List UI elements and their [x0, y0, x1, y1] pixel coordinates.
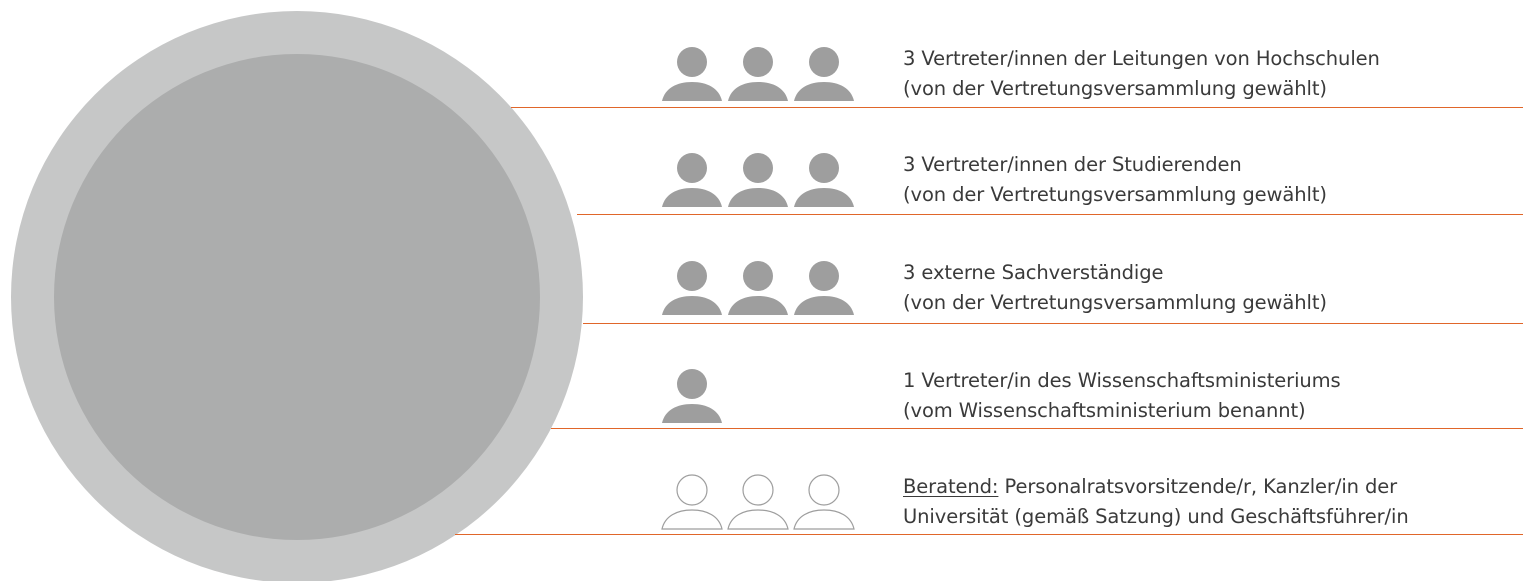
person-filled-icon [794, 261, 854, 315]
member-icons [661, 474, 861, 530]
row-text-line-1: 3 externe Sachverständige [903, 261, 1164, 284]
row-text-line-1: 3 Vertreter/innen der Studierenden [903, 153, 1242, 176]
row-text-line-1: 1 Vertreter/in des Wissenschaftsminister… [903, 369, 1341, 392]
row-text-line-2: (von der Vertretungsversammlung gewählt) [903, 77, 1327, 100]
member-row-ministry: 1 Vertreter/in des Wissenschaftsminister… [0, 322, 1523, 432]
separator-line [583, 323, 1523, 324]
row-text-line-1: Beratend: Personalratsvorsitzende/r, Kan… [903, 472, 1523, 502]
row-text-line-2: (von der Vertretungsversammlung gewählt) [903, 183, 1327, 206]
person-filled-icon [728, 261, 788, 315]
inner-circle [54, 54, 540, 540]
member-row-students: 3 Vertreter/innen der Studierenden (von … [0, 106, 1523, 216]
person-filled-icon [728, 47, 788, 101]
advisory-members: Personalratsvorsitzende/r, Kanzler/in de… [998, 475, 1398, 498]
row-text-line-1: 3 Vertreter/innen der Leitungen von Hoch… [903, 47, 1380, 70]
member-icons [661, 152, 861, 208]
row-text: Beratend: Personalratsvorsitzende/r, Kan… [903, 472, 1523, 532]
person-filled-icon [662, 47, 722, 101]
member-icons [661, 260, 861, 316]
member-row-university-leadership: 3 Vertreter/innen der Leitungen von Hoch… [0, 0, 1523, 110]
row-text-line-2: (vom Wissenschaftsministerium benannt) [903, 399, 1306, 422]
member-row-advisory: Beratend: Personalratsvorsitzende/r, Kan… [0, 428, 1523, 538]
row-text: 1 Vertreter/in des Wissenschaftsminister… [903, 366, 1523, 426]
member-icons [661, 46, 861, 102]
separator-line [551, 428, 1523, 429]
row-text: 3 Vertreter/innen der Studierenden (von … [903, 150, 1523, 210]
separator-line [511, 107, 1523, 108]
person-filled-icon [794, 47, 854, 101]
person-filled-icon [794, 153, 854, 207]
person-outline-icon [727, 474, 789, 530]
row-text: 3 externe Sachverständige (von der Vertr… [903, 258, 1523, 318]
person-outline-icon [793, 474, 855, 530]
membership-circle [11, 11, 583, 581]
advisory-label: Beratend: [903, 475, 999, 498]
member-icons [661, 368, 861, 424]
person-filled-icon [662, 369, 722, 423]
separator-line [455, 534, 1523, 535]
person-filled-icon [662, 261, 722, 315]
row-text: 3 Vertreter/innen der Leitungen von Hoch… [903, 44, 1523, 104]
row-text-line-2: (von der Vertretungsversammlung gewählt) [903, 291, 1327, 314]
member-row-external-experts: 3 externe Sachverständige (von der Vertr… [0, 214, 1523, 324]
row-text-line-2: Universität (gemäß Satzung) und Geschäft… [903, 505, 1409, 528]
person-filled-icon [662, 153, 722, 207]
separator-line [577, 214, 1523, 215]
person-filled-icon [728, 153, 788, 207]
person-outline-icon [661, 474, 723, 530]
